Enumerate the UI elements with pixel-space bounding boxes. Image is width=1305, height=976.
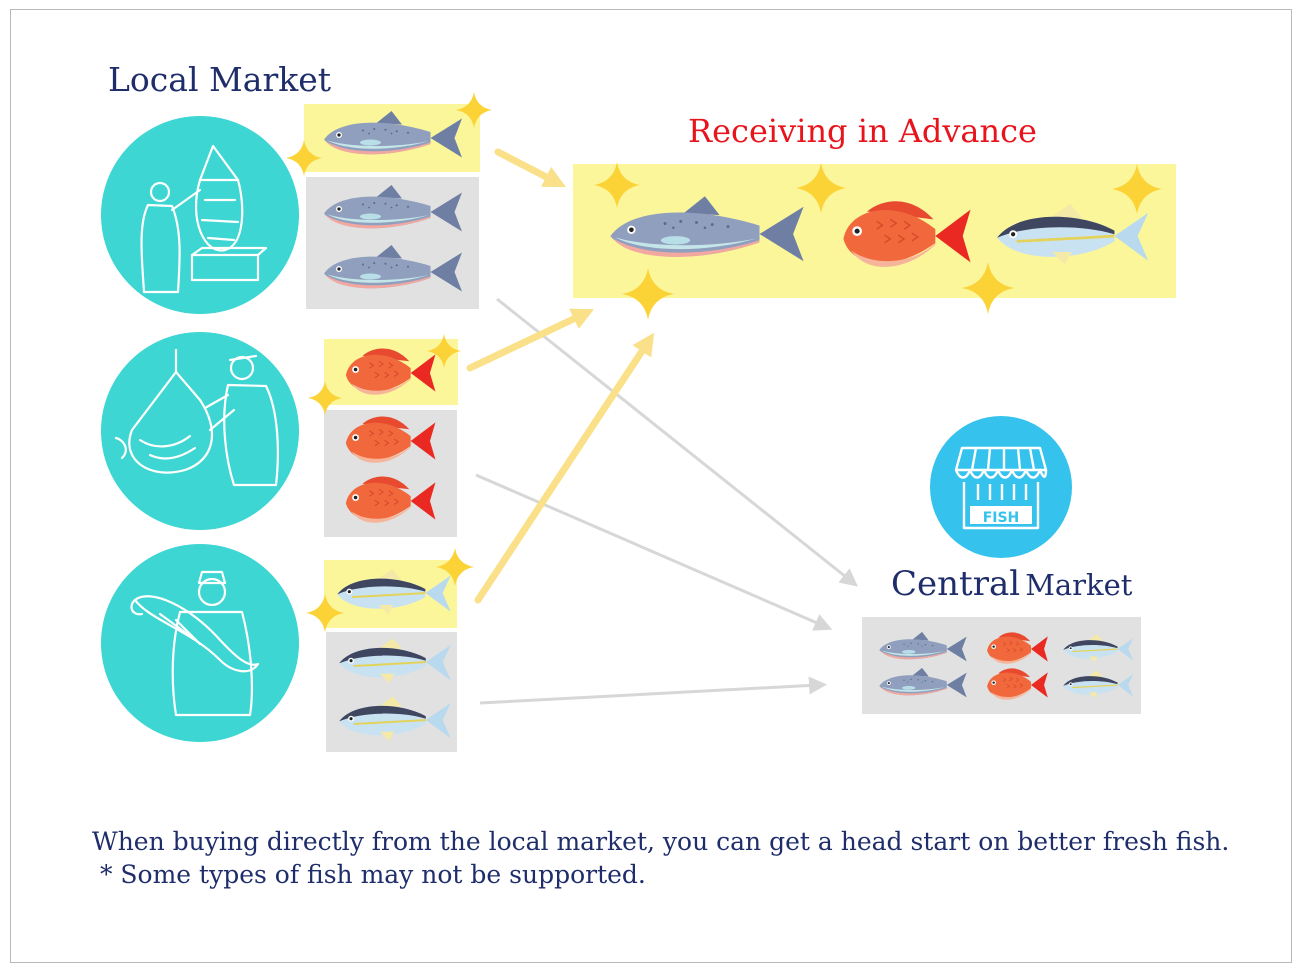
fisherman-circle-bottom bbox=[101, 544, 299, 742]
fish-shop-icon: FISH bbox=[930, 416, 1072, 558]
local-market-title: Local Market bbox=[108, 60, 332, 99]
salmon-gray-box bbox=[306, 177, 479, 309]
caption-line-1: When buying directly from the local mark… bbox=[92, 827, 1230, 856]
central-market-title: Central Market bbox=[891, 564, 1132, 604]
yellowtail-highlight-box bbox=[324, 560, 457, 628]
slide-frame bbox=[10, 9, 1292, 963]
fisherman-circle-middle bbox=[101, 332, 299, 530]
central-market-box bbox=[862, 617, 1141, 714]
yellow-arrows bbox=[466, 148, 655, 604]
caption-line-2: * Some types of fish may not be supporte… bbox=[92, 860, 646, 889]
fisherman-circle-top bbox=[101, 116, 299, 314]
bream-gray-box bbox=[324, 410, 457, 537]
central-market-title-part1: Central bbox=[891, 564, 1021, 604]
caption: When buying directly from the local mark… bbox=[92, 825, 1229, 891]
gray-arrows bbox=[475, 297, 859, 705]
salmon-highlight-box bbox=[304, 104, 480, 172]
yellowtail-gray-box bbox=[326, 632, 457, 752]
advance-highlight-box bbox=[573, 164, 1176, 298]
receiving-in-advance-title: Receiving in Advance bbox=[688, 112, 1037, 150]
shop-sign-text: FISH bbox=[983, 510, 1020, 526]
central-market-title-part2: Market bbox=[1025, 568, 1133, 602]
